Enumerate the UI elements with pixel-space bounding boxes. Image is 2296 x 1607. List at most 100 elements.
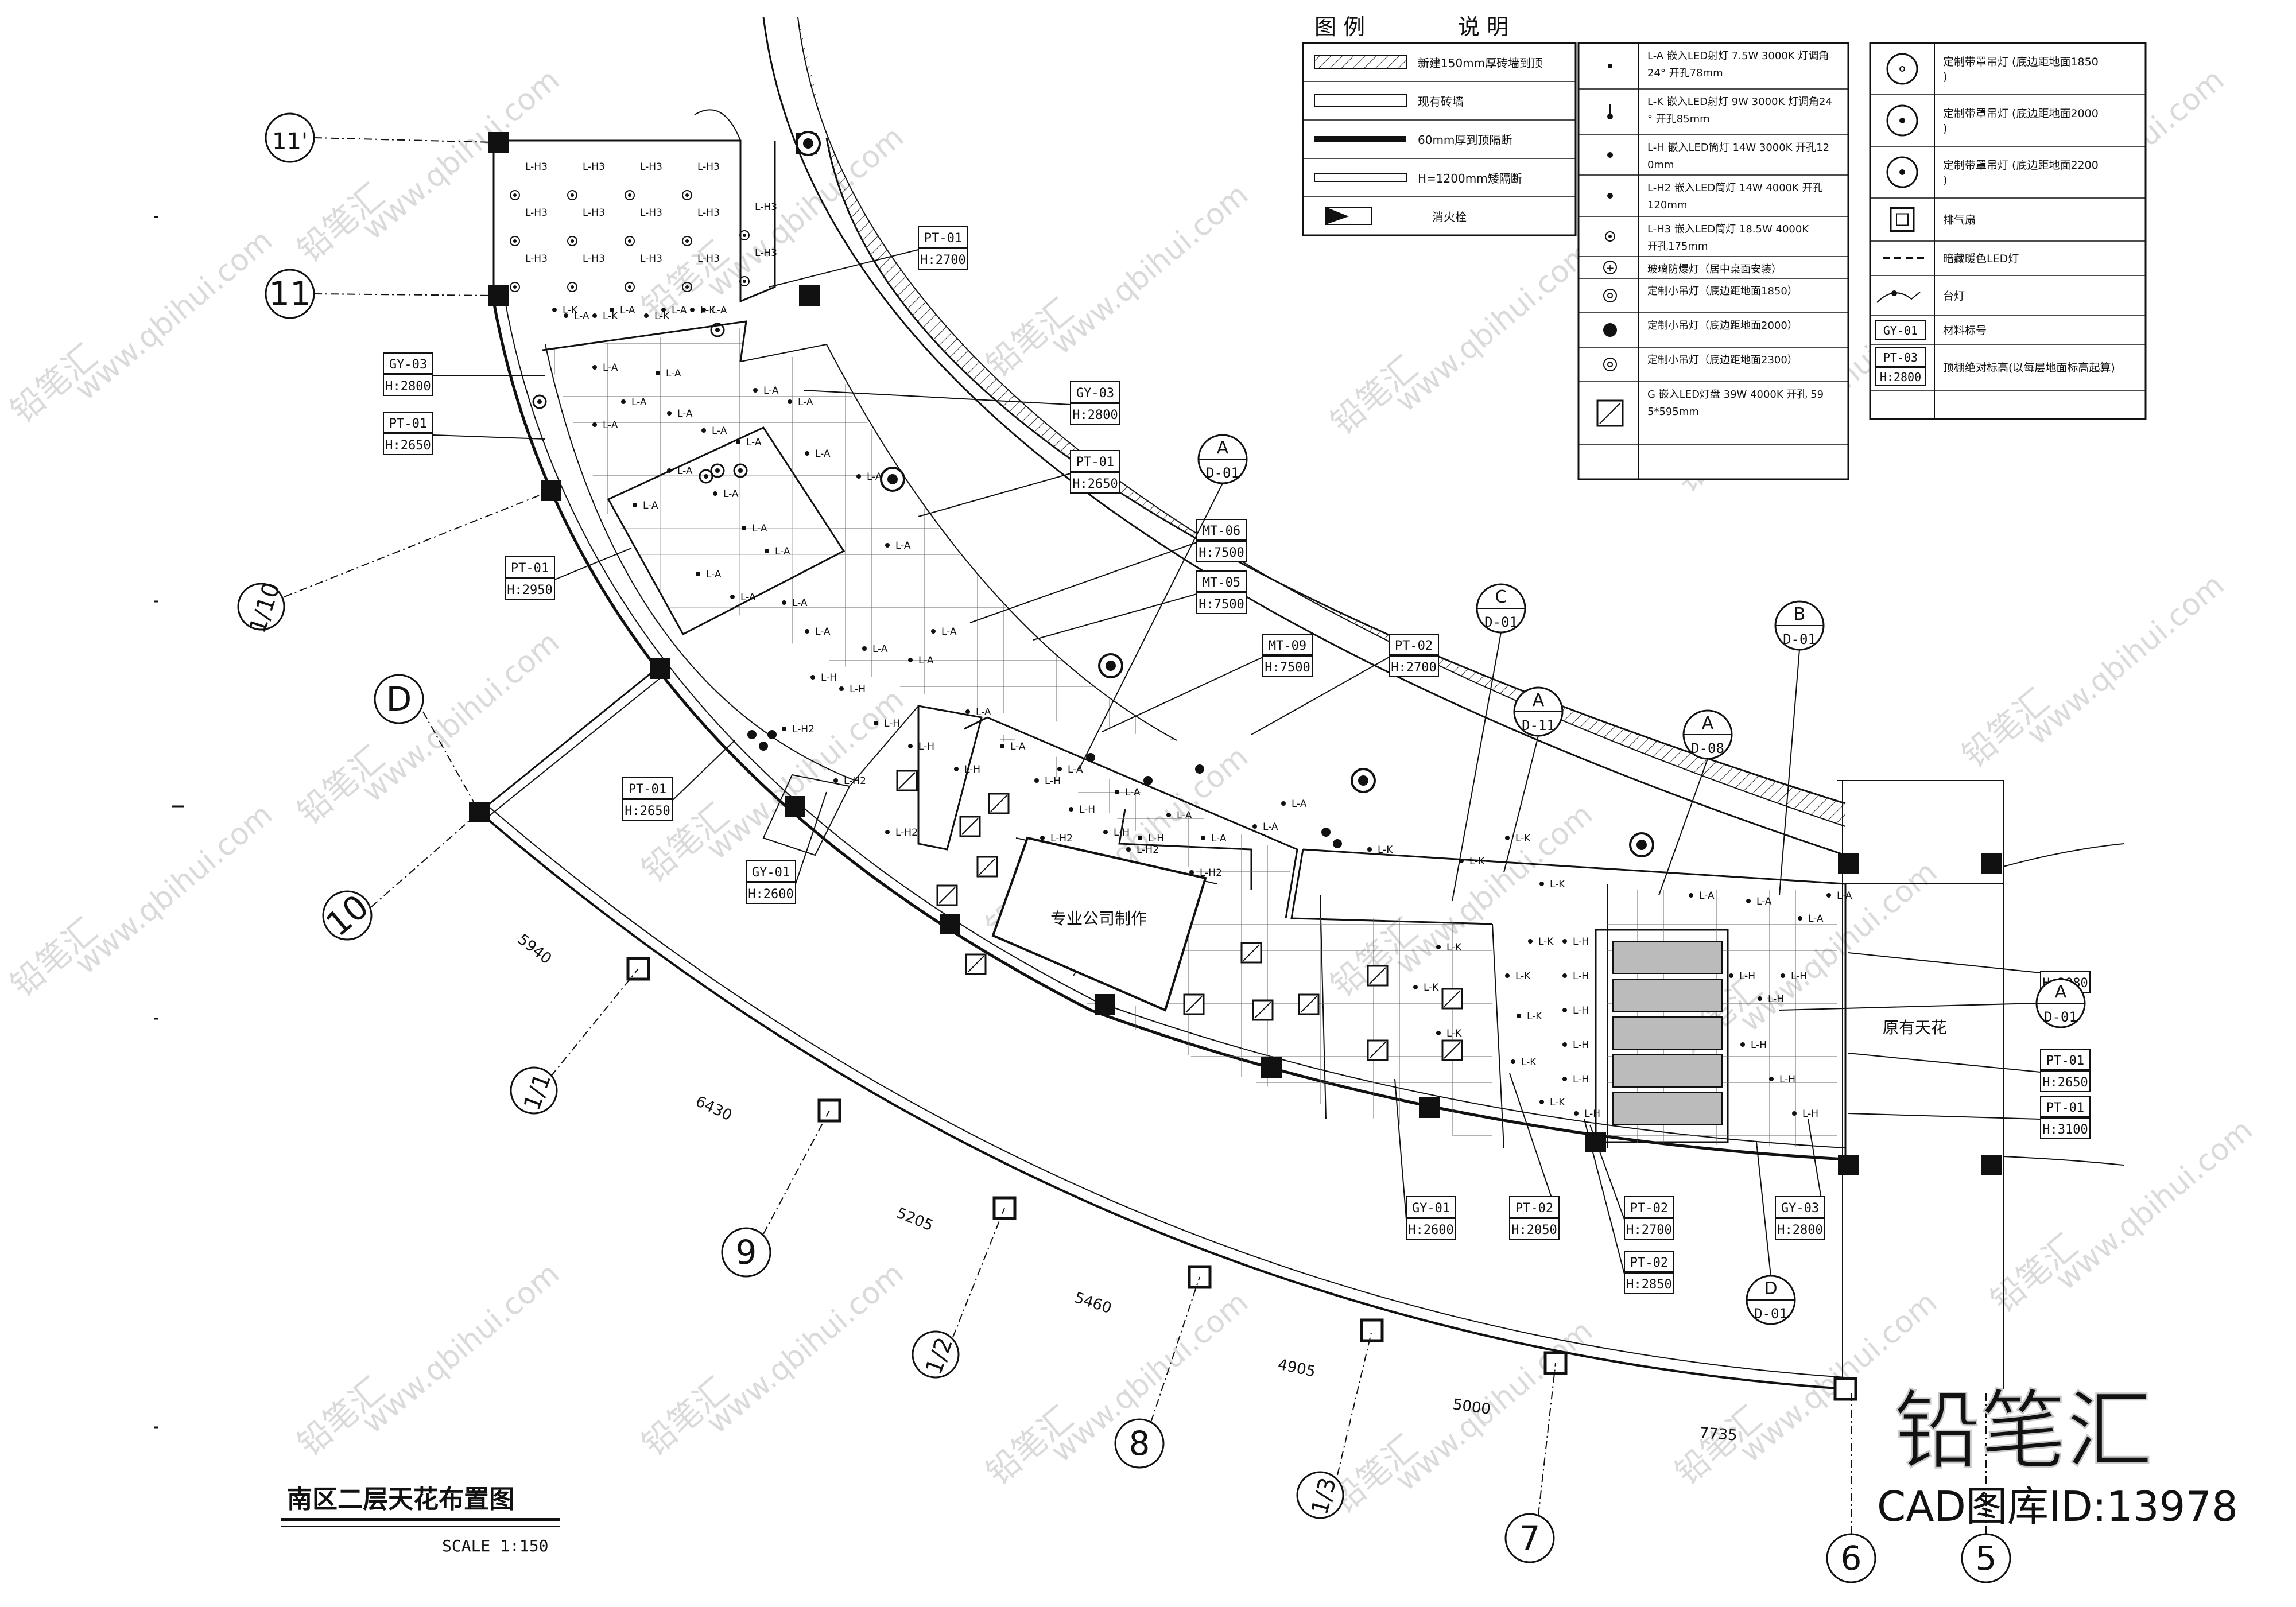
tag-height: H:2600	[748, 887, 793, 902]
led-panel-diag	[1185, 996, 1203, 1013]
lk-label: L-K	[1550, 1097, 1565, 1108]
tag-code-box	[383, 412, 433, 433]
lk-fixture	[1367, 847, 1372, 852]
legend-symbol-wall	[1314, 94, 1407, 107]
la-label: L-A	[603, 362, 618, 374]
cad-id-text: CAD图库ID:13978	[1877, 1482, 2238, 1531]
la-label: L-A	[918, 655, 934, 666]
section-leader	[1756, 1142, 1771, 1276]
lh-label: L-H	[964, 764, 980, 775]
la-label: L-A	[740, 592, 756, 603]
watermark-site: www.qbihui.com	[1389, 235, 1599, 419]
axis-label: 10	[319, 887, 376, 944]
la-fixture	[742, 526, 746, 530]
tag-code: PT-02	[1630, 1201, 1668, 1216]
tag-code-box	[1775, 1196, 1825, 1218]
tag-code-box	[1509, 1196, 1560, 1218]
section-letter: A	[2055, 982, 2067, 1002]
lh-fixture	[1562, 939, 1567, 944]
tag-height-box	[918, 248, 968, 270]
axis-label: 9	[736, 1233, 757, 1272]
lh2-fixture	[1126, 847, 1131, 852]
lh3-fixture	[567, 236, 577, 246]
tag-code: MT-06	[1203, 524, 1240, 538]
room-label: 专业公司制作	[1050, 909, 1147, 928]
axis-bubble	[1296, 1471, 1344, 1519]
section-leader	[1503, 735, 1539, 873]
tag-height: H:2650	[1072, 477, 1118, 491]
lk-fixture	[690, 308, 695, 312]
la-fixture	[736, 440, 740, 444]
legend-symbol-partition	[1314, 136, 1406, 142]
legend-right-desc: 暗藏暖色LED灯	[1943, 253, 2019, 265]
legend-lamp	[1886, 156, 1918, 188]
axis-line	[313, 137, 494, 143]
tag-height: H:2050	[1511, 1223, 1557, 1237]
tag-code-box	[622, 777, 673, 799]
tag-height-box	[1196, 592, 1247, 614]
dimension-value: 5460	[1072, 1289, 1114, 1317]
axis-bubble	[1961, 1533, 2011, 1583]
tag-height: H:2950	[507, 583, 552, 597]
la-label: L-A	[1756, 896, 1772, 907]
tag-code: PT-01	[2046, 1054, 2084, 1068]
lh3-label: L-H3	[640, 253, 662, 265]
lk-fixture	[1539, 882, 1544, 886]
tag-leader	[554, 548, 632, 580]
lh-label: L-H	[1791, 971, 1807, 982]
legend-right-desc: )	[1943, 122, 1947, 135]
axis-bubble	[237, 583, 285, 631]
section-letter: B	[1794, 604, 1806, 624]
tag-code: GY-01	[752, 865, 790, 880]
axis-label: 11'	[272, 129, 308, 155]
lh-label: L-H	[1768, 993, 1784, 1005]
tag-leader	[672, 740, 735, 801]
axis-bubble	[374, 674, 424, 724]
la-label: L-A	[763, 385, 779, 397]
lk-fixture	[592, 313, 597, 318]
legend-symbol-lowpartition	[1314, 173, 1407, 182]
la-fixture	[908, 658, 913, 662]
section-ref: D-01	[1754, 1306, 1787, 1322]
la-fixture	[1115, 790, 1119, 794]
lk-label: L-K	[1446, 942, 1462, 953]
lh3-fixture	[625, 190, 635, 200]
legend-right-desc: 定制带罩吊灯 (底边距地面1850	[1943, 56, 2099, 68]
lh3-fixture	[682, 236, 692, 246]
lk-fixture	[644, 313, 649, 318]
lh-label: L-H	[1573, 971, 1589, 982]
legend-desklamp-dot	[1891, 290, 1897, 296]
la-fixture	[564, 313, 568, 318]
lk-label: L-K	[700, 305, 716, 316]
tag-leader	[803, 390, 1071, 405]
legend-ring-core	[1608, 235, 1612, 238]
legend-tag	[1875, 347, 1926, 367]
tag-height-box	[1775, 1218, 1825, 1240]
la-label: L-A	[677, 408, 693, 420]
la-label: L-A	[867, 471, 882, 483]
la-fixture	[965, 709, 970, 714]
lh3-fixture	[739, 230, 750, 240]
lh-label: L-H	[1584, 1108, 1600, 1120]
tag-leader	[1251, 657, 1390, 735]
la-fixture	[782, 600, 786, 605]
lk-label: L-K	[563, 305, 578, 316]
lh-fixture	[1562, 1077, 1567, 1081]
dimension-value: 5205	[894, 1205, 936, 1235]
la-label: L-A	[712, 425, 727, 437]
tag-leader	[918, 473, 1071, 517]
la-label: L-A	[1699, 890, 1715, 902]
la-fixture	[1281, 801, 1286, 806]
legend-downlight	[1607, 152, 1613, 158]
lh3-label: L-H3	[697, 253, 720, 265]
la-label: L-A	[677, 465, 693, 477]
lh3-fixture-core	[513, 193, 517, 197]
axis-bubble	[721, 1227, 771, 1278]
pendant-lamp-core	[1106, 661, 1116, 671]
legend-mid-desc: 0mm	[1647, 159, 1674, 171]
legend-right-desc: 顶棚绝对标高(以每层地面标高起算)	[1943, 362, 2115, 374]
pendant-ring	[733, 463, 748, 478]
la-fixture	[1689, 893, 1693, 898]
section-letter: D	[1764, 1279, 1777, 1299]
